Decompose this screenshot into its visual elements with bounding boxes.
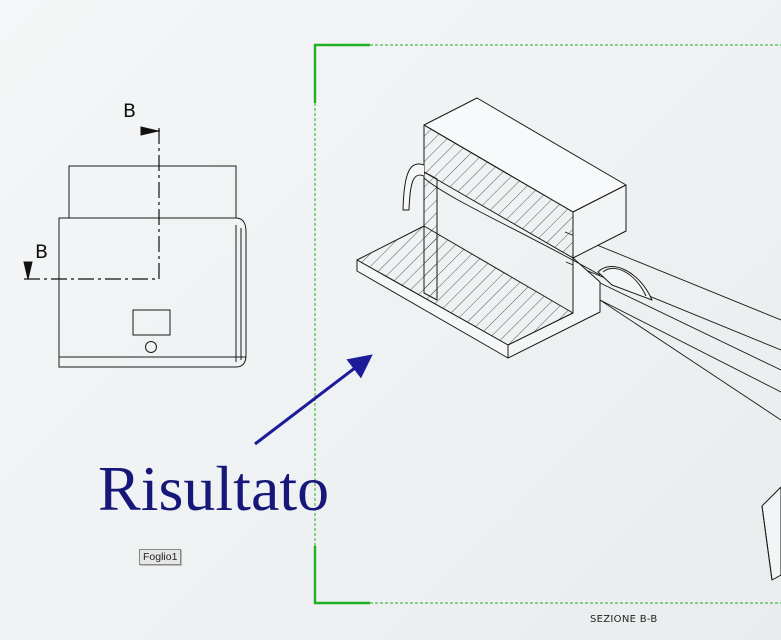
result-arrow — [254, 354, 373, 446]
front-view — [58, 165, 247, 368]
front-view-upper-block — [68, 165, 237, 219]
result-caption: Risultato — [98, 453, 330, 524]
section-view — [356, 97, 781, 581]
front-view-base-block — [58, 217, 247, 368]
section-line-bb — [23, 126, 160, 280]
front-view-slot — [132, 309, 171, 336]
arrow-down-icon — [23, 261, 33, 280]
arrow-right-icon — [140, 126, 159, 136]
sheet-tab[interactable]: Foglio1 — [139, 549, 182, 565]
front-view-hole — [145, 341, 157, 353]
section-marker-top-label: B — [123, 100, 137, 122]
section-frame — [313, 43, 781, 605]
section-title: SEZIONE B-B — [590, 614, 658, 625]
section-marker-left-label: B — [35, 241, 49, 263]
